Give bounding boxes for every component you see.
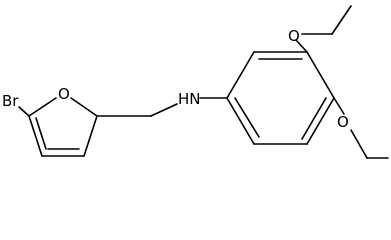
furan-ring — [28, 97, 98, 157]
ether-oxygen-upper-label: O — [288, 27, 300, 45]
furan-oxygen-label: O — [58, 85, 70, 103]
amine-label: HN — [178, 90, 201, 108]
bond-c5-br — [18, 106, 30, 117]
structure-diagram: Br O HN O O — [2, 5, 389, 159]
bond-o-ch2-lower — [350, 129, 368, 159]
bond-o1-c5 — [28, 97, 57, 117]
bond-c4-o-lower — [333, 97, 345, 115]
bond-c1-c2 — [226, 51, 255, 99]
bromine-label: Br — [2, 92, 19, 110]
benzene-ring — [199, 51, 335, 145]
bond-c5-c4-inner — [35, 117, 47, 150]
ether-oxygen-lower-label: O — [337, 113, 349, 131]
bond-c3-c4 — [306, 51, 335, 99]
bond-c4-c5 — [306, 97, 335, 145]
bond-c3-o-upper — [295, 39, 308, 53]
bond-c6-c1 — [226, 97, 255, 145]
bond-ch2-ch3-upper — [331, 5, 352, 35]
bond-c2-o1 — [70, 97, 98, 117]
molecule-drawing: Br O HN O O — [2, 5, 389, 159]
bond-ch2-n — [150, 103, 178, 117]
bond-c4-c5-inner — [301, 97, 327, 140]
bond-c3-c2 — [83, 115, 98, 157]
bond-c5-c4 — [28, 115, 43, 157]
bond-c6-c1-inner — [234, 97, 260, 138]
